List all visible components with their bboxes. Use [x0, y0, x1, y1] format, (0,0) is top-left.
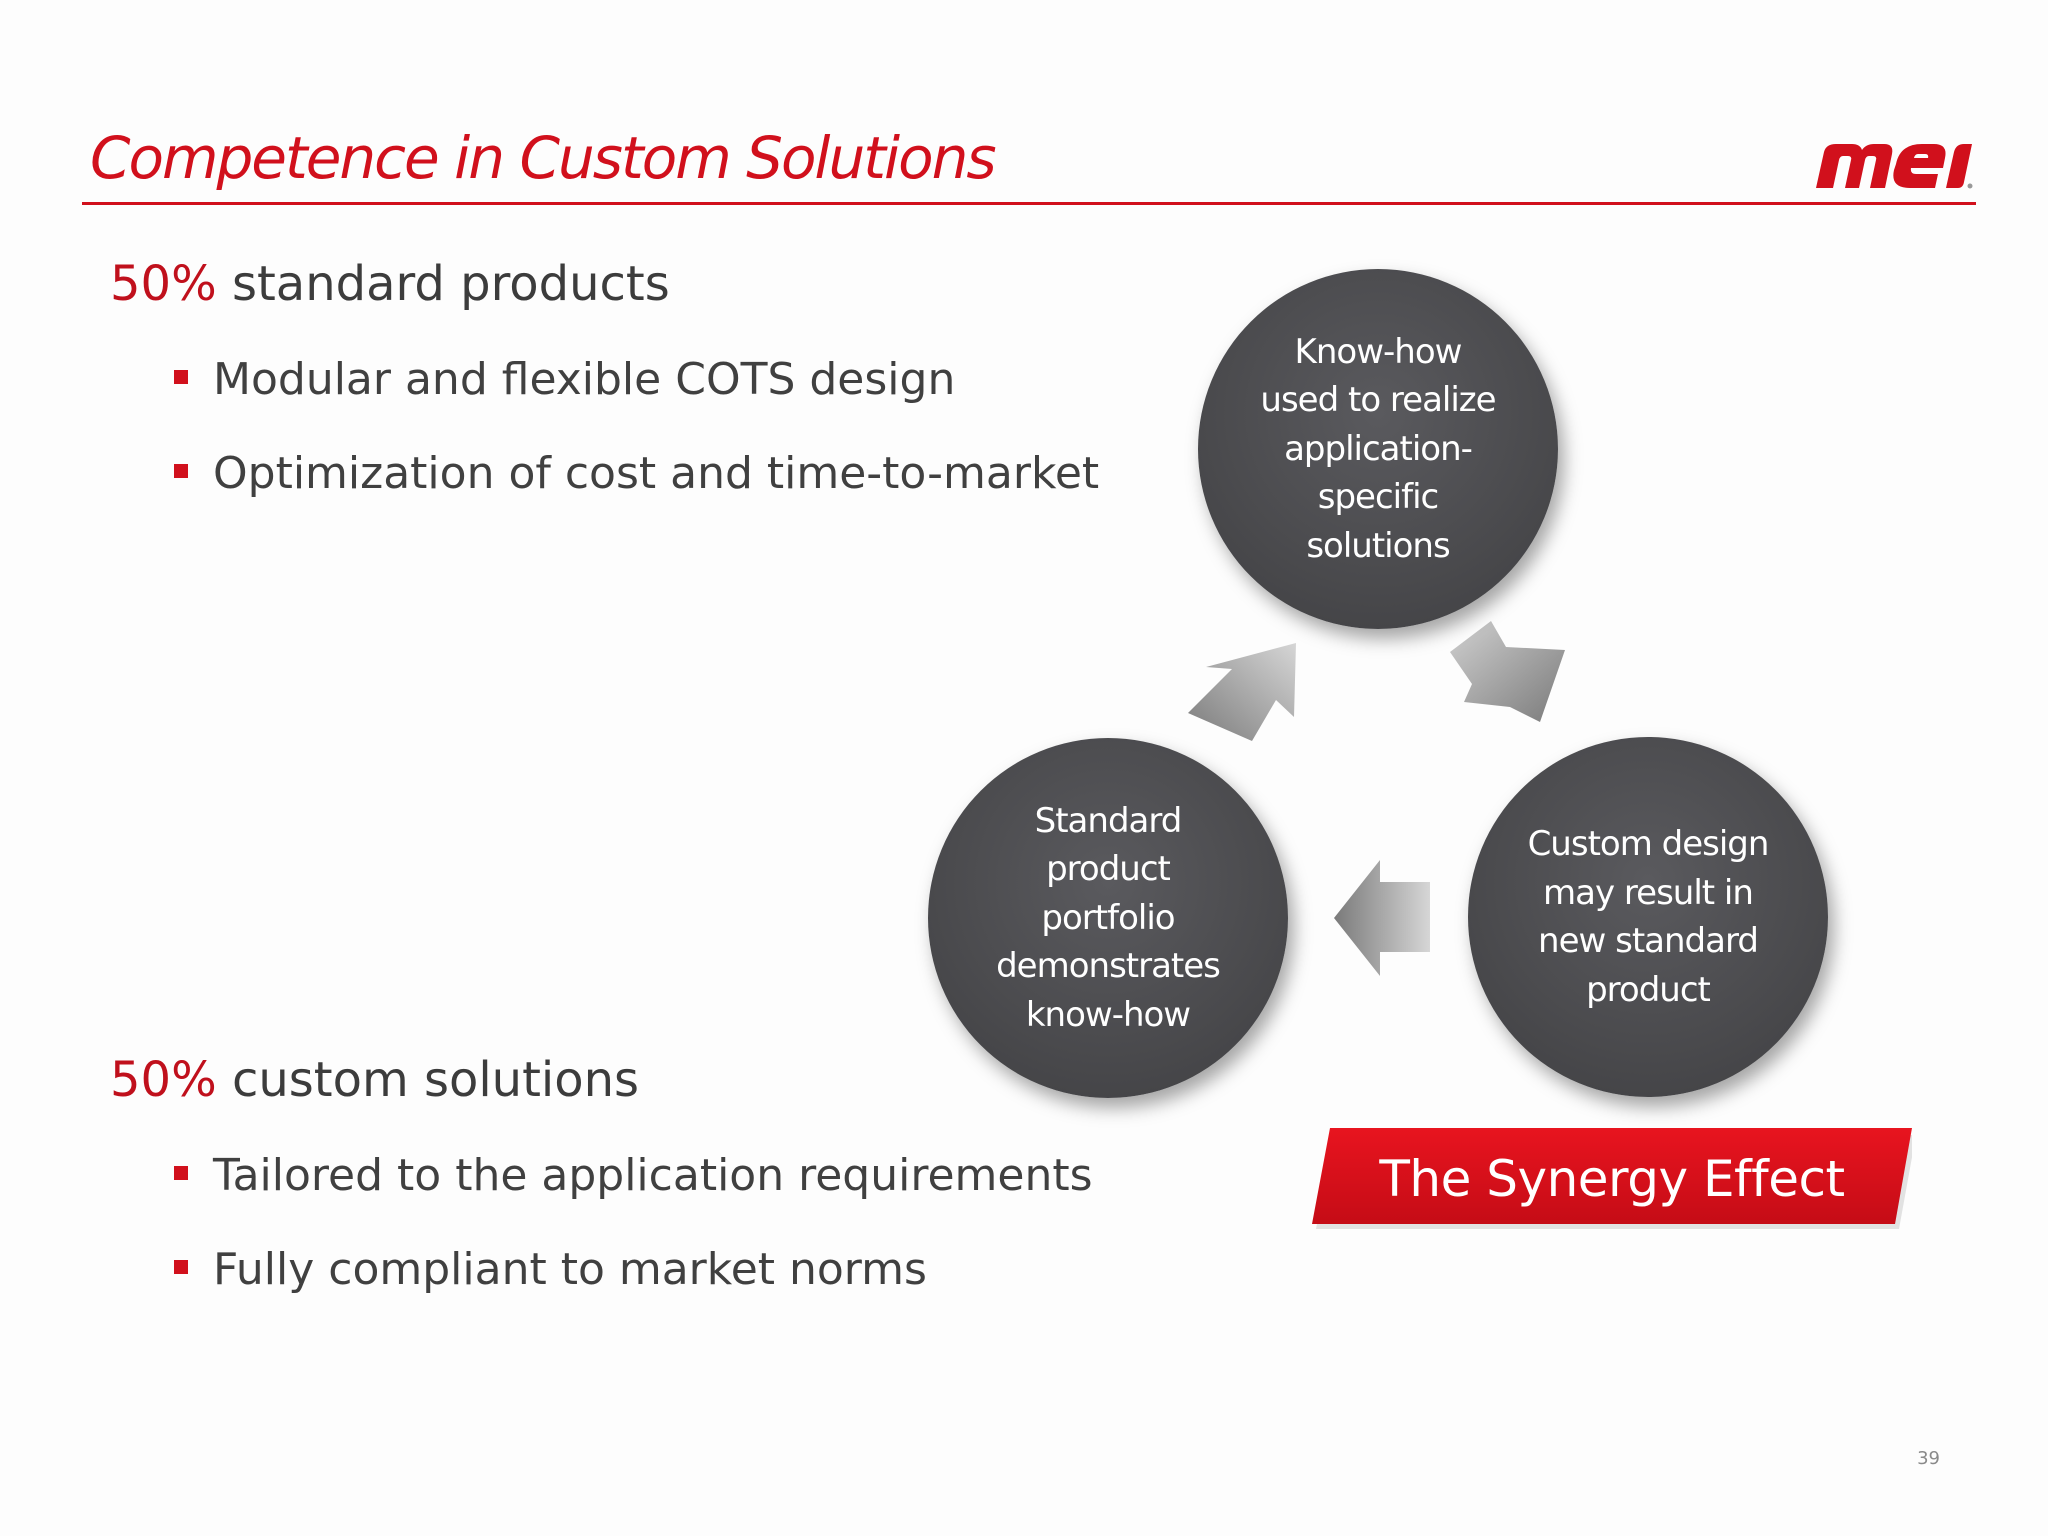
bullet-item: Tailored to the application requirements [213, 1150, 1093, 1201]
cycle-node-line: new standard [1538, 921, 1759, 961]
cycle-node-right-text: Custom design may result in new standard… [1527, 820, 1770, 1014]
bullet-marker [174, 1166, 188, 1180]
men-logo [1816, 144, 1973, 189]
cycle-node-line: know-how [1025, 994, 1191, 1035]
custom-percent: 50% [110, 1052, 217, 1108]
custom-label: custom solutions [216, 1052, 640, 1108]
cycle-node-line: Know-how [1294, 331, 1463, 372]
cycle-node-line: product [1046, 849, 1171, 890]
title-underline [82, 202, 1976, 205]
heading-custom-solutions: 50% custom solutions [110, 1052, 639, 1108]
cycle-node-line: used to realize [1260, 380, 1496, 421]
cycle-node-top-text: Know-how used to realize application- sp… [1260, 328, 1496, 571]
synergy-banner: The Synergy Effect [1312, 1128, 1912, 1230]
heading-standard-products: 50% standard products [110, 256, 670, 312]
cycle-node-top: Know-how used to realize application- sp… [1198, 269, 1558, 629]
cycle-node-right: Custom design may result in new standard… [1468, 737, 1828, 1097]
synergy-banner-shape [1312, 1128, 1912, 1229]
cycle-node-line: application- [1284, 428, 1473, 469]
arrow-top-to-right [1450, 621, 1565, 722]
cycle-node-line: product [1586, 969, 1711, 1010]
bullet-item: Fully compliant to market norms [213, 1244, 927, 1295]
synergy-banner-label: The Synergy Effect [1379, 1150, 1845, 1208]
bullet-item: Modular and flexible COTS design [213, 354, 956, 405]
cycle-node-left-text: Standard product portfolio demonstrates … [996, 797, 1221, 1040]
cycle-node-line: specific [1317, 477, 1439, 518]
cycle-node-line: portfolio [1041, 897, 1175, 938]
standard-label: standard products [216, 256, 670, 312]
page-number: 39 [1917, 1448, 1940, 1469]
bullet-item: Optimization of cost and time-to-market [213, 448, 1100, 499]
cycle-node-line: solutions [1306, 525, 1450, 566]
cycle-node-line: demonstrates [996, 946, 1221, 987]
slide-title: Competence in Custom Solutions [90, 124, 997, 192]
cycle-node-left: Standard product portfolio demonstrates … [928, 738, 1288, 1098]
arrow-left-to-top [1188, 643, 1296, 741]
bullet-marker [174, 370, 188, 384]
cycle-node-line: Standard [1034, 800, 1183, 841]
standard-percent: 50% [110, 256, 217, 312]
cycle-node-line: Custom design [1527, 824, 1770, 864]
cycle-node-line: may result in [1543, 872, 1754, 913]
arrow-right-to-left [1334, 860, 1430, 976]
bullet-marker [174, 1260, 188, 1274]
bullet-marker [174, 464, 188, 478]
